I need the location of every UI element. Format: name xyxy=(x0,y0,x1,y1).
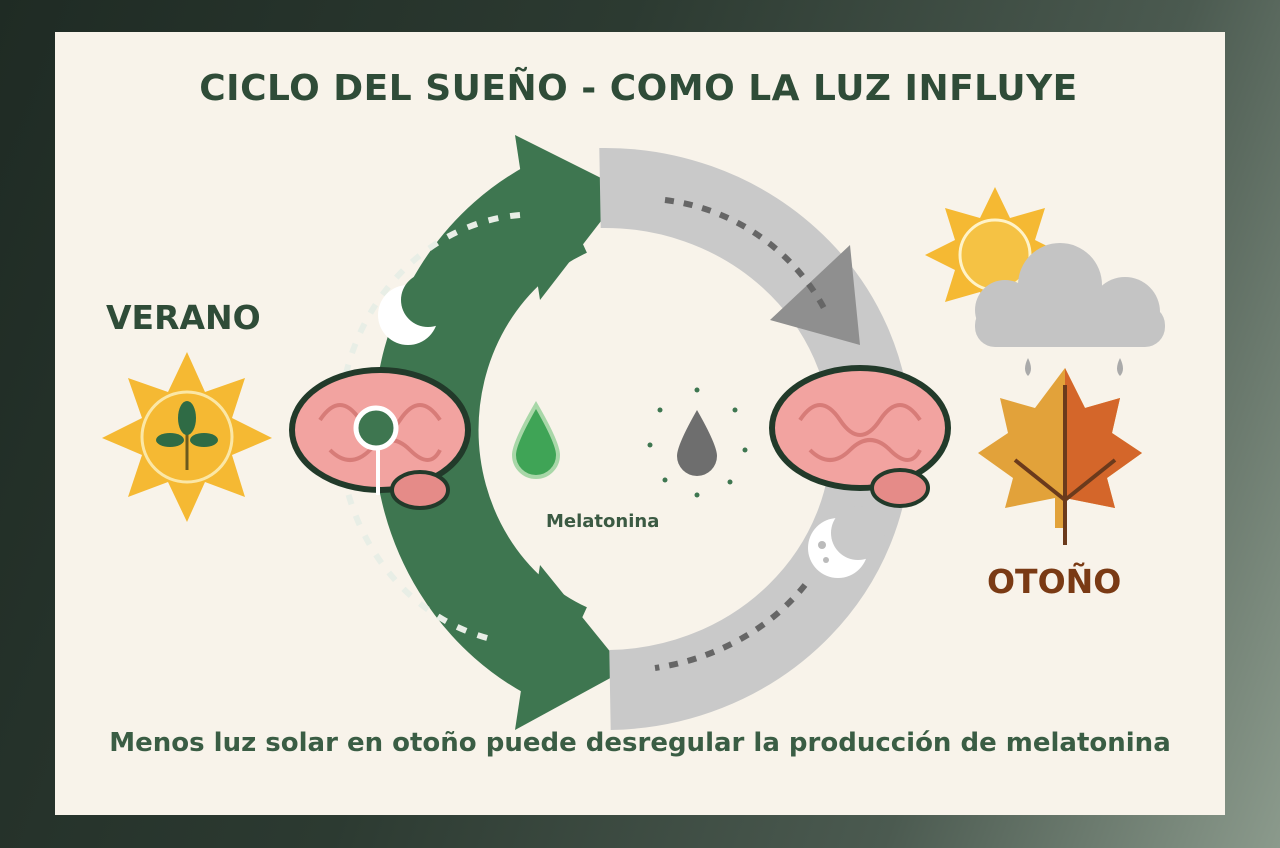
melatonin-drop-gray-icon xyxy=(647,387,748,498)
sun-logo-icon xyxy=(102,352,272,522)
brain-icon xyxy=(769,365,951,508)
melatonin-label: Melatonina xyxy=(546,511,660,532)
caption: Menos luz solar en otoño puede desregula… xyxy=(109,728,1171,758)
summer-label: VERANO xyxy=(106,298,261,337)
brain-icon xyxy=(289,367,471,510)
autumn-label: OTOÑO xyxy=(987,562,1122,601)
autumn-leaf-icon xyxy=(978,368,1142,545)
page-title: CICLO DEL SUEÑO - COMO LA LUZ INFLUYE xyxy=(199,68,1078,109)
sun-cloud-rain-icon xyxy=(925,187,1165,376)
moon-icon xyxy=(808,506,885,578)
moon-icon xyxy=(378,273,455,345)
melatonin-drop-green-icon xyxy=(511,401,561,479)
